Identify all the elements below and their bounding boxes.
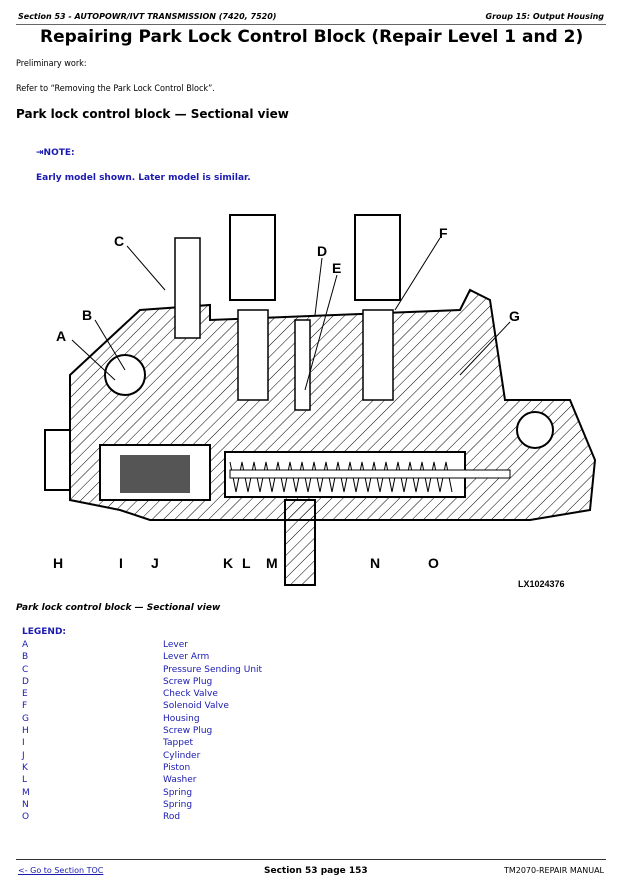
callout-f: F bbox=[439, 225, 448, 241]
tappet bbox=[120, 455, 190, 493]
legend-label: Spring bbox=[163, 787, 193, 798]
legend-key: C bbox=[22, 664, 29, 675]
lever-pivot-right bbox=[516, 411, 554, 449]
legend-item: F Solenoid Valve bbox=[22, 701, 422, 713]
legend-item: O Rod bbox=[22, 812, 422, 824]
legend-label: Housing bbox=[163, 713, 200, 724]
legend-key: G bbox=[22, 713, 29, 724]
leader-lines bbox=[71, 237, 511, 391]
refer-text: Refer to “Removing the Park Lock Control… bbox=[16, 84, 215, 94]
legend-item: C Pressure Sending Unit bbox=[22, 665, 422, 677]
legend-label: Lever bbox=[163, 640, 188, 650]
legend-item: M Spring bbox=[22, 788, 422, 800]
legend-label: Spring bbox=[163, 799, 193, 810]
callout-h: H bbox=[53, 555, 63, 571]
legend-key: E bbox=[22, 689, 28, 700]
legend-item: J Cylinder bbox=[22, 751, 422, 763]
legend-item: G Housing bbox=[22, 714, 422, 726]
figure-caption: Park lock control block — Sectional view bbox=[16, 603, 221, 613]
callout-d: D bbox=[317, 243, 327, 259]
legend-label: Solenoid Valve bbox=[163, 701, 229, 712]
page-title: Repairing Park Lock Control Block (Repai… bbox=[40, 27, 584, 47]
legend-key: A bbox=[22, 640, 29, 650]
legend-label: Washer bbox=[163, 775, 197, 786]
legend-label: Check Valve bbox=[163, 689, 218, 700]
legend-key: I bbox=[22, 738, 25, 749]
legend-key: D bbox=[22, 676, 29, 687]
check-valve bbox=[294, 319, 311, 411]
lever bbox=[104, 354, 146, 396]
legend-key: F bbox=[22, 701, 28, 712]
page-number: Section 53 page 153 bbox=[264, 866, 368, 876]
callout-g: G bbox=[509, 308, 520, 324]
legend-key: B bbox=[22, 652, 29, 663]
legend-item: N Spring bbox=[22, 800, 422, 812]
callout-n: N bbox=[370, 555, 380, 571]
footer-divider bbox=[16, 859, 606, 860]
legend-label: Piston bbox=[163, 762, 191, 773]
legend-label: Screw Plug bbox=[163, 726, 213, 737]
legend-key: M bbox=[22, 787, 30, 798]
callout-j: J bbox=[151, 555, 159, 571]
note-label: ⇥NOTE: bbox=[36, 148, 75, 158]
header-group: Group 15: Output Housing bbox=[485, 12, 605, 21]
legend-item: B Lever Arm bbox=[22, 652, 422, 664]
callout-o: O bbox=[428, 555, 439, 571]
go-to-section-toc-link[interactable]: <- Go to Section TOC bbox=[18, 866, 104, 875]
legend-key: N bbox=[22, 799, 29, 810]
legend-label: Rod bbox=[163, 812, 181, 823]
legend-item: D Screw Plug bbox=[22, 677, 422, 689]
legend-item: H Screw Plug bbox=[22, 726, 422, 738]
legend-key: J bbox=[22, 750, 25, 761]
preliminary-text: Preliminary work: bbox=[16, 59, 87, 69]
legend-key: L bbox=[22, 775, 28, 786]
callout-a: A bbox=[56, 328, 66, 344]
legend-title: LEGEND: bbox=[22, 627, 67, 637]
section-heading: Park lock control block — Sectional view bbox=[16, 107, 289, 121]
solenoid-valve-f bbox=[354, 214, 401, 301]
legend-label: Cylinder bbox=[163, 750, 201, 761]
legend-label: Screw Plug bbox=[163, 676, 213, 687]
legend-item: E Check Valve bbox=[22, 689, 422, 701]
legend-label: Lever Arm bbox=[163, 652, 210, 663]
legend-label: Pressure Sending Unit bbox=[163, 664, 263, 675]
fitting bbox=[284, 499, 316, 586]
legend-key: H bbox=[22, 726, 29, 737]
header-divider bbox=[16, 24, 606, 25]
legend-key: K bbox=[22, 762, 28, 773]
pressure-sending-unit bbox=[174, 237, 201, 339]
rod bbox=[229, 469, 511, 479]
solenoid-valve-left bbox=[229, 214, 276, 301]
park-lock-sectional-diagram: A B C D E F G H I J K L M N O LX1024376 bbox=[44, 214, 597, 589]
callout-c: C bbox=[114, 233, 124, 249]
header-section: Section 53 - AUTOPOWR/IVT TRANSMISSION (… bbox=[18, 12, 277, 21]
callout-i: I bbox=[119, 555, 123, 571]
callout-l: L bbox=[242, 555, 251, 571]
legend-item: I Tappet bbox=[22, 738, 422, 750]
manual-name: TM2070-REPAIR MANUAL bbox=[503, 866, 604, 875]
legend-item: K Piston bbox=[22, 763, 422, 775]
callout-k: K bbox=[223, 555, 233, 571]
callout-m: M bbox=[266, 555, 278, 571]
note-text: Early model shown. Later model is simila… bbox=[36, 173, 251, 183]
callout-e: E bbox=[332, 260, 341, 276]
legend-key: O bbox=[22, 812, 30, 823]
legend-label: Tappet bbox=[163, 738, 194, 749]
valve-spool-left bbox=[237, 309, 269, 401]
figure-id: LX1024376 bbox=[518, 579, 565, 589]
legend-item: A Lever bbox=[22, 640, 422, 652]
screw-plug-h bbox=[44, 429, 71, 491]
valve-spool-right bbox=[362, 309, 394, 401]
callout-b: B bbox=[82, 307, 92, 323]
legend-item: L Washer bbox=[22, 775, 422, 787]
